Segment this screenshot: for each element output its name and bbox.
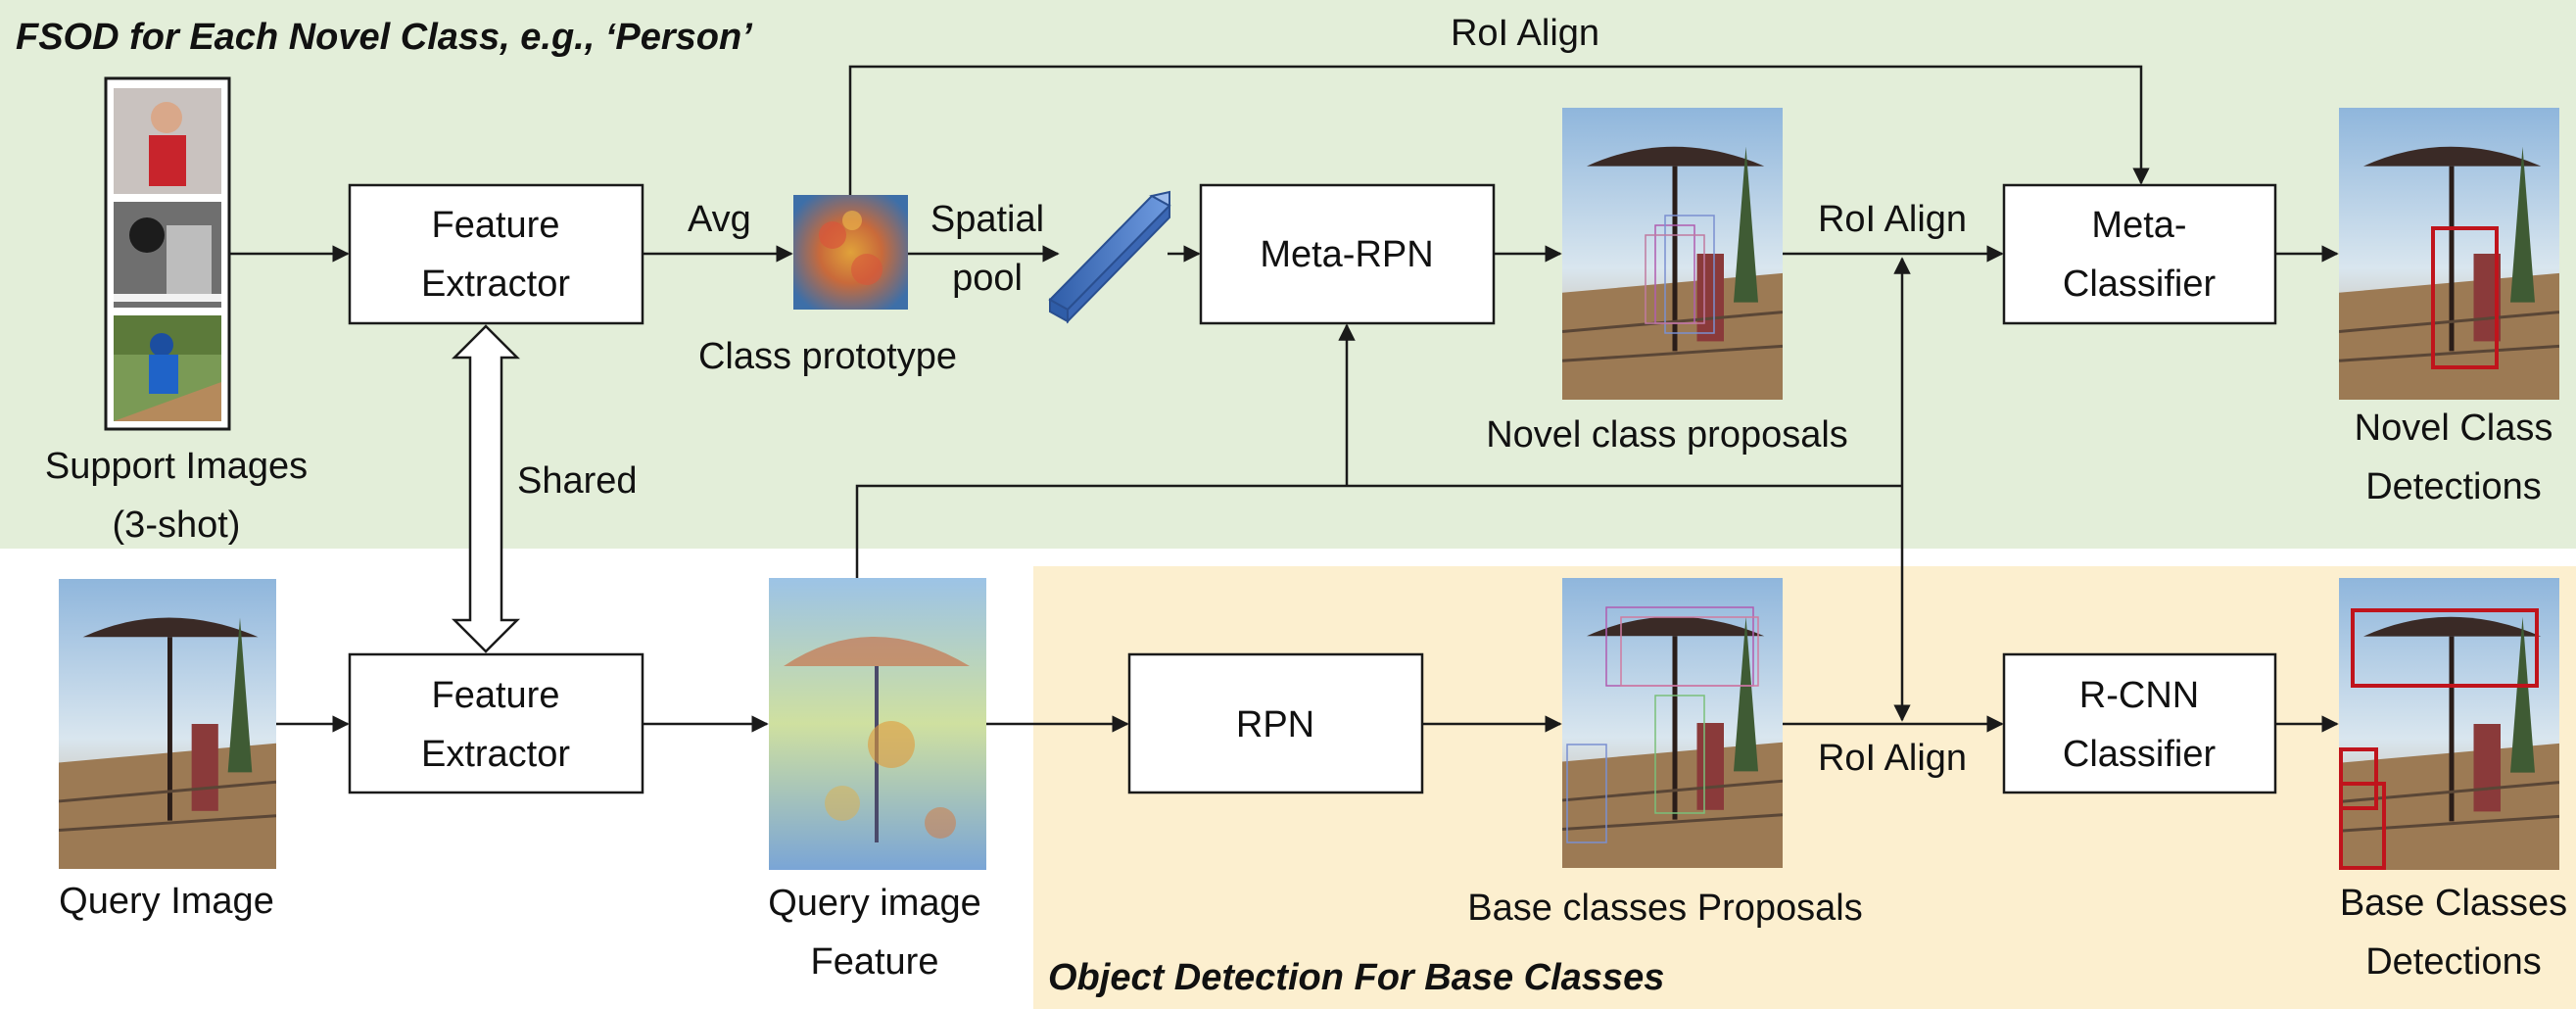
support-image-2 [114, 202, 221, 308]
novel-detections-label-2: Detections [2365, 466, 2542, 507]
base-detection-box-umbrella [2351, 608, 2539, 688]
roi-align-top-label: RoI Align [1451, 13, 1599, 54]
roi-align-bottom-label: RoI Align [1818, 738, 1967, 779]
shared-label: Shared [517, 460, 638, 502]
meta-classifier-line1: Meta- [2091, 205, 2186, 246]
spatial-pool-label-1: Spatial [930, 199, 1044, 240]
line-feature-up-to-junction [855, 484, 1902, 578]
meta-classifier-box [2002, 183, 2277, 325]
fsod-region-title: FSOD for Each Novel Class, e.g., ‘Person… [16, 17, 752, 58]
support-images [104, 76, 231, 431]
rcnn-classifier-box [2002, 652, 2277, 794]
connectors [229, 65, 2339, 733]
class-prototype-label: Class prototype [698, 336, 957, 377]
spatial-pool-label-2: pool [952, 258, 1023, 299]
base-detections-label-1: Base Classes [2340, 883, 2567, 924]
class-feature-vector [1048, 190, 1171, 324]
query-image-label: Query Image [59, 881, 274, 922]
base-region-title: Object Detection For Base Classes [1048, 957, 1664, 998]
feature-extractor-bottom [348, 652, 644, 794]
support-images-label-1: Support Images [45, 446, 308, 487]
query-image [59, 579, 276, 869]
support-images-label-2: (3-shot) [113, 504, 241, 546]
avg-label: Avg [688, 199, 751, 240]
query-feature-heatmap [769, 578, 986, 870]
novel-detections-image [2339, 108, 2559, 400]
shared-double-arrow [451, 324, 521, 653]
feature-extractor-top-line2: Extractor [421, 264, 570, 305]
feature-extractor-bottom-line2: Extractor [421, 734, 570, 775]
rcnn-classifier-line1: R-CNN [2079, 675, 2199, 716]
rpn-label: RPN [1236, 704, 1314, 745]
query-feature-label-2: Feature [811, 941, 939, 983]
base-proposals-image [1562, 578, 1783, 868]
novel-proposals-image [1562, 108, 1783, 400]
feature-extractor-top-line1: Feature [432, 205, 560, 246]
novel-detections-label-1: Novel Class [2355, 408, 2553, 449]
novel-detection-box [2431, 226, 2499, 369]
meta-rpn-box [1199, 183, 1496, 325]
base-proposals-label: Base classes Proposals [1467, 888, 1862, 929]
base-detections-label-2: Detections [2365, 941, 2542, 983]
novel-proposals-label: Novel class proposals [1486, 414, 1848, 456]
feature-extractor-top [348, 183, 644, 325]
class-prototype-heatmap [793, 195, 908, 310]
arrow-prototype-roialign-top [848, 65, 2150, 195]
meta-classifier-line2: Classifier [2063, 264, 2217, 305]
support-image-1 [114, 88, 221, 194]
base-detection-box-chair-2 [2339, 782, 2386, 870]
meta-rpn-label: Meta-RPN [1260, 234, 1433, 275]
base-detections-image [2339, 578, 2559, 870]
roi-align-mid-label: RoI Align [1818, 199, 1967, 240]
support-image-3 [114, 315, 221, 421]
rcnn-classifier-line2: Classifier [2063, 734, 2217, 775]
query-feature-label-1: Query image [768, 883, 981, 924]
base-detection-box-chair-1 [2339, 747, 2378, 810]
feature-extractor-bottom-line1: Feature [432, 675, 560, 716]
rpn-box [1127, 652, 1424, 794]
